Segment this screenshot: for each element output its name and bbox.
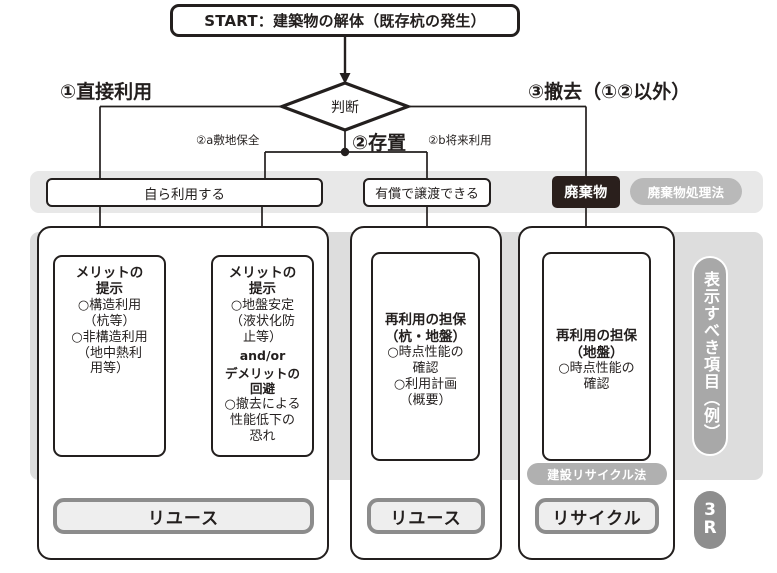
result-reuse-direct: リユース [53, 498, 314, 534]
detail-body: ○地盤安定（液状化防止等） [229, 297, 295, 345]
detail-heading: 再利用の担保（地盤） [556, 328, 637, 361]
branch-sublabel-future-use: ②b将来利用 [428, 133, 492, 147]
detail-body-secondary: ○撤去による性能低下の恐れ [224, 397, 301, 444]
result-reuse-retain: リユース [367, 498, 485, 534]
badge-3r-line2: R [703, 518, 717, 538]
badge-waste-disposal-law: 廃棄物処理法 [630, 178, 742, 205]
status-box-self-use: 自ら利用する [46, 178, 323, 207]
detail-box-merit-ground: メリットの提示 ○地盤安定（液状化防止等） and/or デメリットの回避 ○撤… [211, 255, 314, 457]
detail-heading: メリットの提示 [75, 265, 144, 298]
badge-construction-recycling-law: 建設リサイクル法 [527, 463, 667, 485]
detail-box-reuse-assurance-pile-ground: 再利用の担保（杭・地盤） ○時点性能の確認○利用計画（概要） [371, 252, 480, 461]
detail-heading: メリットの提示 [228, 265, 297, 298]
status-box-waste: 廃棄物 [552, 176, 620, 208]
detail-heading: 再利用の担保（杭・地盤） [385, 312, 466, 345]
start-node: START：建築物の解体（既存杭の発生） [170, 4, 520, 37]
detail-andor: and/or [239, 347, 286, 363]
branch-sublabel-site-preservation: ②a敷地保全 [196, 133, 260, 147]
detail-box-merit-structural: メリットの提示 ○構造利用（杭等）○非構造利用（地中熱利用等） [53, 255, 166, 457]
branch-label-retain: ②存置 [352, 132, 407, 154]
badge-3r-line1: 3 [704, 500, 716, 521]
badge-3r: 3 R [694, 491, 726, 549]
badge-display-items: 表示すべき項目（例） [692, 256, 728, 456]
decision-node-label: 判断 [331, 99, 359, 116]
detail-box-reuse-assurance-ground: 再利用の担保（地盤） ○時点性能の確認 [542, 252, 651, 461]
detail-heading-secondary: デメリットの回避 [224, 365, 300, 397]
detail-body: ○構造利用（杭等）○非構造利用（地中熱利用等） [71, 297, 148, 377]
branch-label-direct-use: ①直接利用 [60, 81, 153, 103]
detail-body: ○時点性能の確認 [558, 361, 635, 392]
branch-label-removal: ③撤去（①②以外） [528, 81, 691, 103]
status-box-paid-transfer: 有償で譲渡できる [363, 178, 491, 207]
result-recycle: リサイクル [535, 498, 659, 534]
detail-body: ○時点性能の確認○利用計画（概要） [387, 345, 464, 408]
